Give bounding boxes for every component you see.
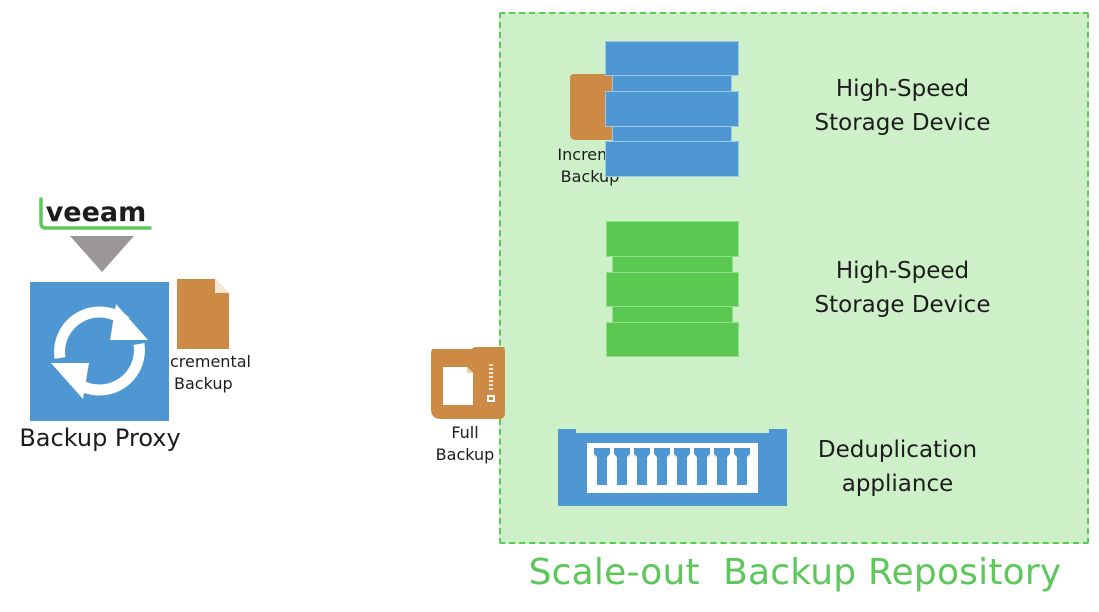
backup-proxy-label: Backup Proxy	[19, 424, 181, 452]
document-icon	[177, 279, 229, 349]
stack-spacer	[612, 126, 732, 142]
incremental-label-line2: Backup	[560, 167, 620, 186]
proxy-incremental-line2: Backup	[174, 374, 233, 393]
full-backup-line2: Backup	[435, 445, 495, 464]
stack-disk	[606, 221, 739, 257]
stack-disk	[605, 41, 739, 76]
device-label-2: High-Speed Storage Device	[790, 254, 1015, 322]
proxy-incremental-label: cremental Backup	[168, 351, 260, 395]
green-server-stack-icon	[606, 221, 739, 357]
device-label-1-line2: Storage Device	[814, 110, 991, 136]
stack-spacer	[612, 306, 733, 323]
device-label-3: Deduplication appliance	[785, 433, 1010, 501]
blue-server-stack-icon	[605, 41, 739, 177]
stack-disk	[605, 141, 739, 177]
device-label-2-line1: High-Speed	[835, 258, 970, 284]
down-arrow-icon	[70, 236, 134, 272]
stack-disk	[606, 322, 739, 357]
device-label-1: High-Speed Storage Device	[790, 72, 1015, 140]
archive-file-icon	[427, 345, 505, 419]
stack-spacer	[612, 256, 733, 273]
veeam-logo: veeam	[38, 195, 154, 235]
device-label-1-line1: High-Speed	[835, 76, 970, 102]
sync-icon	[51, 304, 148, 399]
repository-title: Scale-out Backup Repository	[528, 552, 1062, 593]
device-label-3-line1: Deduplication	[817, 437, 978, 463]
full-backup-line1: Full	[451, 423, 479, 442]
dedup-appliance-icon	[558, 429, 787, 506]
veeam-logo-text: veeam	[46, 197, 147, 228]
device-label-3-line2: appliance	[841, 471, 954, 497]
stack-disk	[606, 272, 739, 307]
stack-disk	[605, 91, 739, 127]
stack-spacer	[612, 75, 732, 92]
device-label-2-line2: Storage Device	[814, 292, 991, 318]
backup-proxy-icon	[30, 282, 169, 421]
proxy-incremental-line1: cremental	[170, 352, 251, 371]
full-backup-label: Full Backup	[425, 422, 505, 466]
